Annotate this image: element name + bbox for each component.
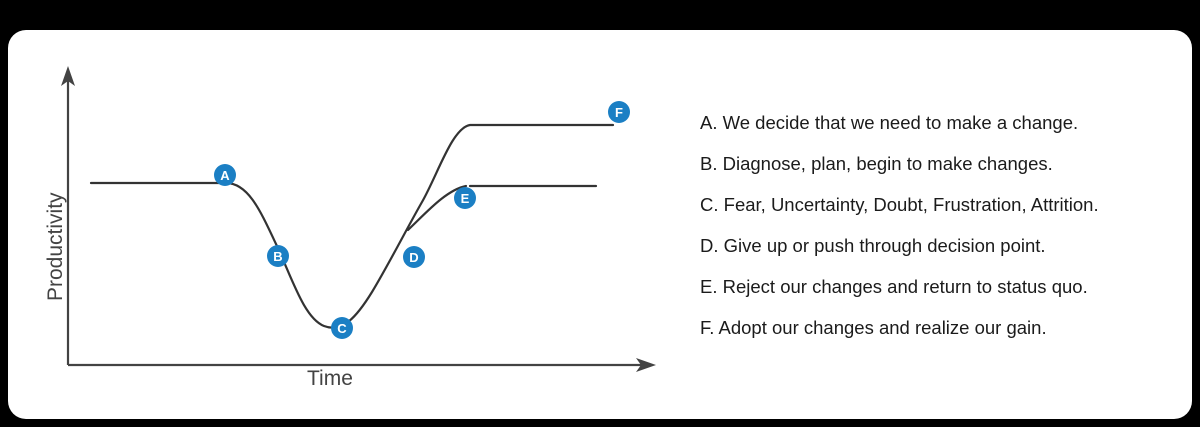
productivity-j-curve-chart: A B C D E (8, 30, 688, 419)
marker-b[interactable]: B (267, 245, 289, 267)
x-axis-label: Time (307, 367, 353, 390)
marker-e[interactable]: E (454, 187, 476, 209)
legend-item-b: B. Diagnose, plan, begin to make changes… (700, 153, 1053, 174)
marker-c-label: C (337, 321, 347, 336)
marker-e-label: E (461, 191, 470, 206)
legend-item-a: A. We decide that we need to make a chan… (700, 112, 1079, 133)
legend-list: A. We decide that we need to make a chan… (700, 102, 1180, 348)
marker-c[interactable]: C (331, 317, 353, 339)
y-axis (61, 66, 75, 365)
content-card: A B C D E (8, 30, 1192, 419)
marker-d[interactable]: D (403, 246, 425, 268)
curve-main (89, 123, 615, 329)
marker-f-label: F (615, 105, 623, 120)
marker-a-label: A (220, 168, 230, 183)
legend-item-f: F. Adopt our changes and realize our gai… (700, 317, 1047, 338)
y-axis-label: Productivity (44, 192, 67, 301)
legend-item-e: E. Reject our changes and return to stat… (700, 276, 1088, 297)
marker-b-label: B (273, 249, 282, 264)
chart-svg: A B C D E (61, 66, 656, 372)
marker-d-label: D (409, 250, 418, 265)
legend-item-c: C. Fear, Uncertainty, Doubt, Frustration… (700, 194, 1099, 215)
marker-a[interactable]: A (214, 164, 236, 186)
legend-item-d: D. Give up or push through decision poin… (700, 235, 1046, 256)
marker-f[interactable]: F (608, 101, 630, 123)
curve-status-quo-branch (406, 184, 598, 232)
x-axis (68, 358, 656, 372)
